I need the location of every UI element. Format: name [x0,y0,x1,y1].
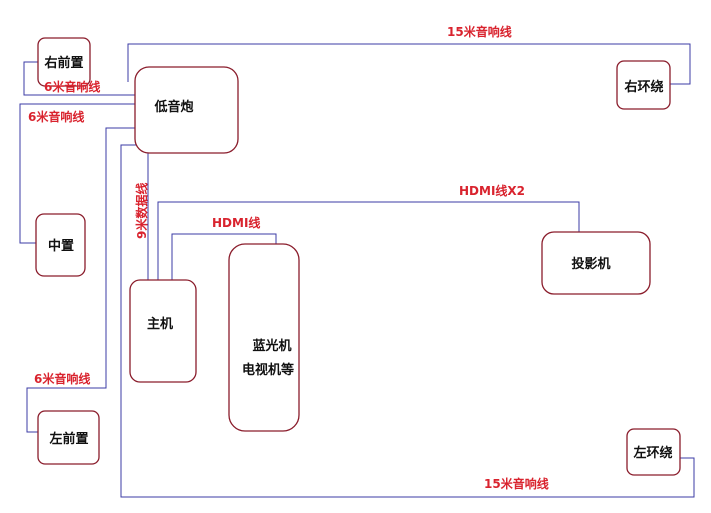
right-surround-cable-label: 15米音响线 [447,24,512,39]
left-front-label: 左前置 [49,431,88,447]
subwoofer-box [134,66,239,154]
left-surround-box [626,428,681,476]
right-front-label: 右前置 [43,55,83,71]
subwoofer-label: 低音炮 [153,99,193,115]
right-surround-box [616,60,671,110]
wire-center [19,103,136,244]
center-box [35,213,86,277]
wire-hdmi-player [171,233,277,280]
wire-left-front [26,127,136,433]
right-front-cable-label: 6米音响线 [44,79,100,94]
data-cable-label: 9米数据线 [134,183,149,239]
bluray-label-line2: 电视机等 [242,362,294,378]
bluray-label-line1: 蓝光机 [252,338,291,354]
hdmi-projector-cable-label: HDMI线X2 [459,183,525,198]
host-label: 主机 [147,316,173,332]
left-front-box [37,410,100,465]
wire-right-surround [127,43,691,85]
wire-hdmi-projector [157,201,580,280]
host-box [129,279,197,383]
bluray-box [228,243,300,432]
cable-labels: 15米音响线 6米音响线 6米音响线 9米数据线 HDMI线X2 HDMI线 6… [28,24,549,491]
wire-left-surround [120,144,695,498]
wire-right-front [23,61,136,96]
left-surround-label: 左环绕 [633,445,672,461]
right-front-box [37,37,91,87]
left-surround-cable-label: 15米音响线 [484,476,549,491]
projector-box [541,231,651,295]
projector-label: 投影机 [571,256,610,272]
left-front-cable-label: 6米音响线 [34,371,90,386]
center-cable-label: 6米音响线 [28,109,84,124]
wires [19,43,695,498]
hdmi-player-cable-label: HDMI线 [212,215,260,230]
center-label: 中置 [48,238,74,254]
devices: 右前置 低音炮 右环绕 中置 投影机 主机 蓝光机 电视机等 左前置 左环绕 [35,37,681,476]
right-surround-label: 右环绕 [623,79,663,95]
